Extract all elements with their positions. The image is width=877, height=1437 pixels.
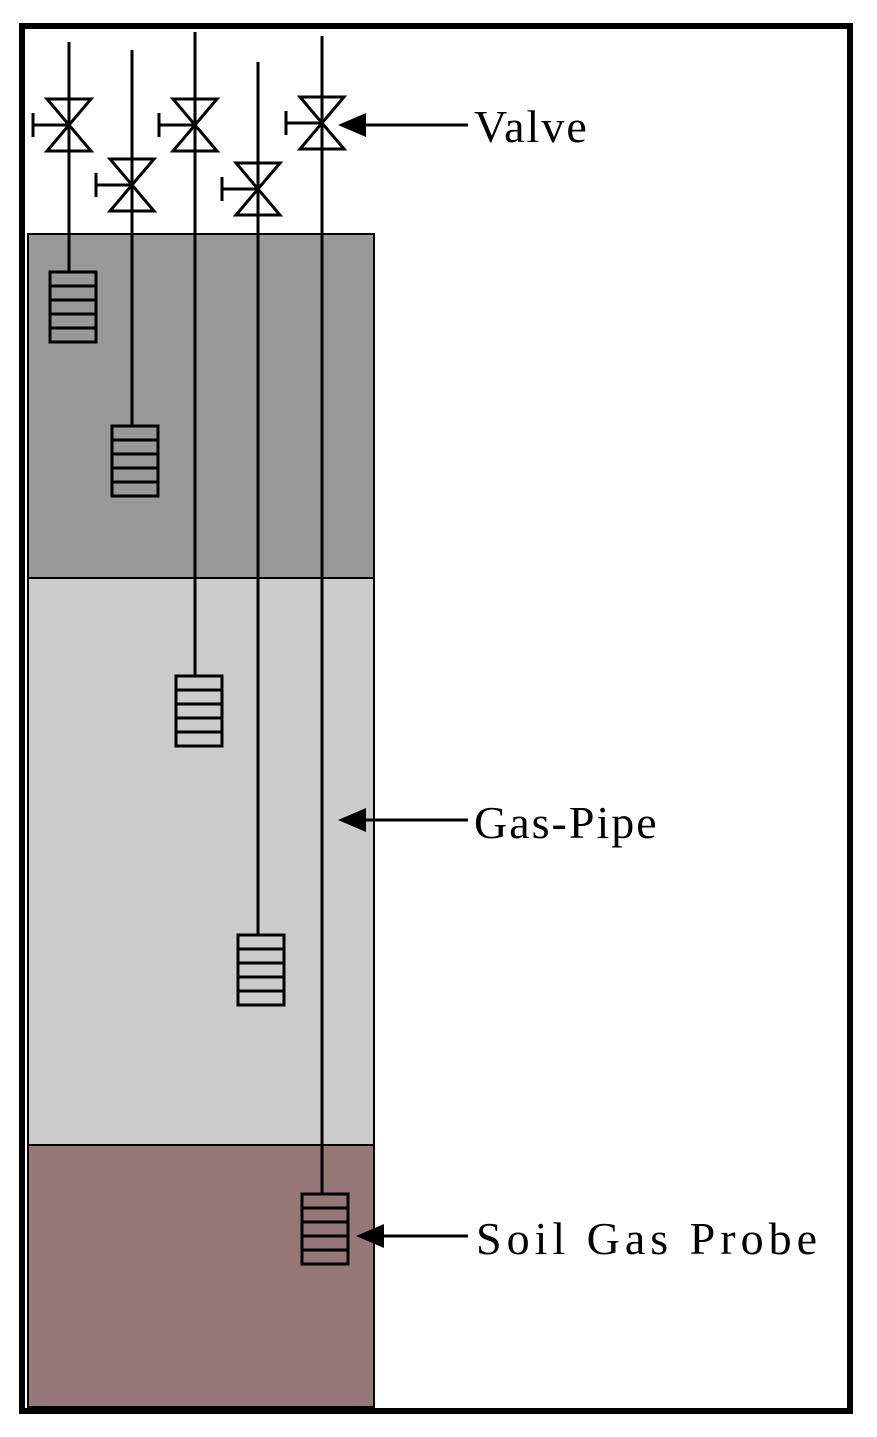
soil-gas-probe-label: Soil Gas Probe <box>476 1213 822 1264</box>
arrow-left-icon <box>338 113 468 137</box>
soil-gas-probe-icon <box>300 1192 350 1266</box>
valve-icon <box>94 157 158 213</box>
valve-icon <box>31 97 95 153</box>
arrow-left-icon <box>356 1224 468 1248</box>
valves <box>31 95 348 217</box>
soil-layer-middle <box>27 577 375 1146</box>
soil-layer-top <box>27 233 375 579</box>
gas-pipes <box>67 32 324 1194</box>
soil-gas-probe-icon <box>236 933 286 1007</box>
soil-gas-probe-icon <box>110 424 160 498</box>
soil-gas-probe-icon <box>48 270 98 344</box>
valve-icon <box>284 95 348 151</box>
valve-icon <box>157 97 221 153</box>
soil-gas-probe-icon <box>174 674 224 748</box>
soil-layer-bottom <box>27 1144 375 1408</box>
gas-pipe-label: Gas-Pipe <box>474 797 659 848</box>
soil-gas-probes <box>48 270 350 1266</box>
valve-label: Valve <box>474 101 589 152</box>
annotation-arrows <box>338 113 468 1248</box>
valve-icon <box>220 161 284 217</box>
arrow-left-icon <box>338 808 468 832</box>
